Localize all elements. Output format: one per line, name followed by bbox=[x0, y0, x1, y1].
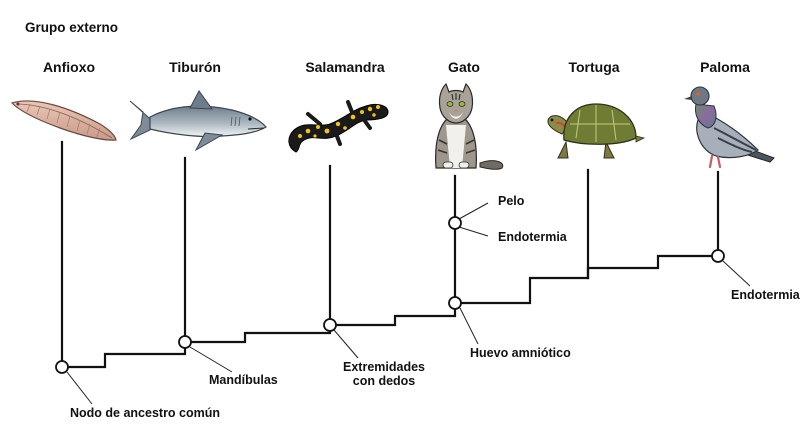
node-limbs bbox=[323, 318, 337, 332]
cat-illustration bbox=[435, 82, 504, 170]
main-stem bbox=[60, 254, 720, 369]
character-label-limbs-line2: con dedos bbox=[352, 374, 416, 389]
taxon-label-salamandra: Salamandra bbox=[305, 59, 385, 75]
character-label-limbs-line1: Extremidades bbox=[343, 360, 425, 374]
nodes bbox=[55, 216, 725, 374]
character-label-endothermy-cat: Endotermia bbox=[498, 230, 567, 244]
taxon-label-tiburon: Tiburón bbox=[169, 59, 221, 75]
node-jaws bbox=[178, 335, 192, 349]
lancelet-illustration bbox=[10, 100, 117, 141]
character-label-endothermy-bird: Endotermia bbox=[731, 288, 800, 302]
character-label-amniotic-egg: Huevo amniótico bbox=[470, 346, 571, 360]
taxon-label-paloma: Paloma bbox=[700, 59, 750, 75]
character-label-hair: Pelo bbox=[498, 194, 525, 208]
character-label-jaws: Mandíbulas bbox=[209, 373, 278, 387]
turtle-illustration bbox=[547, 103, 646, 159]
pigeon-illustration bbox=[684, 86, 775, 169]
node-hair-endothermy bbox=[448, 216, 462, 230]
taxon-label-tortuga: Tortuga bbox=[568, 59, 620, 75]
taxon-label-anfioxo: Anfioxo bbox=[42, 59, 96, 75]
leader-lines bbox=[66, 202, 751, 405]
node-endothermy-bird bbox=[711, 249, 725, 263]
node-common-ancestor bbox=[55, 360, 69, 374]
outgroup-label: Grupo externo bbox=[25, 20, 119, 35]
tree-branches bbox=[60, 140, 720, 369]
salamander-illustration bbox=[288, 100, 389, 153]
taxon-label-gato: Gato bbox=[448, 59, 480, 75]
character-label-common-ancestor: Nodo de ancestro común bbox=[70, 406, 221, 420]
node-amniotic-egg bbox=[448, 296, 462, 310]
shark-illustration bbox=[129, 90, 267, 152]
character-label-limbs: Extremidades con dedos bbox=[343, 360, 425, 389]
